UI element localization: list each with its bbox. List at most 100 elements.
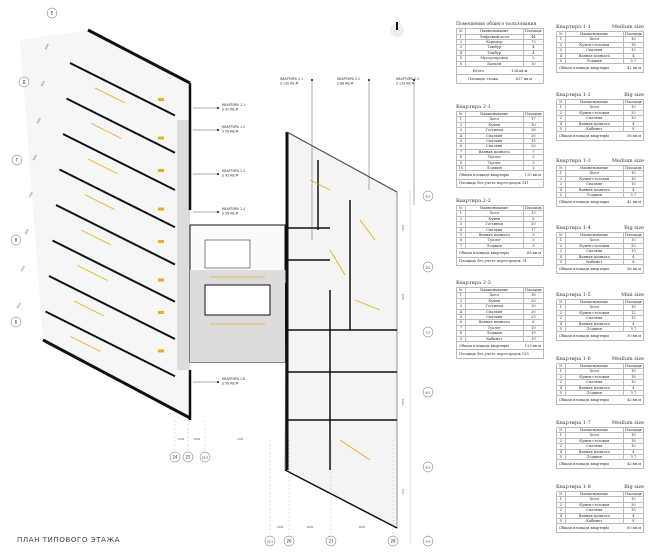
total-label: Общая площадь квартиры — [559, 397, 609, 402]
left-wing-floor — [20, 30, 190, 420]
axis-right-label: Е/1 — [426, 195, 431, 199]
row-area: 5.7 — [622, 453, 645, 461]
area-without-partitions: Площадь без учета перегородок 135 — [459, 351, 529, 356]
dimension-label: 1400 — [178, 437, 185, 441]
row-area: 20 — [522, 303, 545, 310]
row-area: 32 — [622, 109, 645, 117]
row-area: 18 — [622, 41, 645, 49]
col-area: Площадь — [622, 231, 645, 239]
axis-right — [422, 261, 434, 273]
row-no: 5 — [556, 57, 566, 65]
apartment-callout-name: КВАРТИРА 1-2 — [222, 125, 245, 129]
dimension-label: 4600 — [307, 525, 314, 529]
apartment-callout-area: S 68 КВ.М — [337, 82, 354, 86]
row-area: 10 — [622, 47, 645, 54]
dimension-label: 7200 — [237, 437, 244, 441]
total-label: Общая площадь квартиры — [459, 250, 509, 255]
row-area: 5.7 — [622, 325, 645, 333]
table-title: Квартира 1-3 — [556, 158, 591, 164]
row-no: 5 — [556, 453, 566, 461]
row-area: 2 — [522, 165, 545, 172]
dimension-label: 1800 — [194, 437, 201, 441]
axis-left — [18, 76, 30, 88]
dimension-label: 6600 — [359, 525, 366, 529]
total-value: 42 кв.м — [627, 397, 641, 402]
bath-fixture — [158, 136, 164, 140]
leader-dot — [217, 211, 219, 213]
row-area: 20 — [522, 308, 545, 316]
col-area: Площадь — [522, 28, 545, 35]
row-area: 4 — [622, 320, 645, 328]
row-area: 4 — [622, 120, 645, 128]
row-no: 5 — [556, 125, 566, 133]
total-value: 30 кв.м — [627, 333, 641, 338]
table-title: Квартира 1-6 — [556, 356, 591, 362]
dimension-label: 1940 — [277, 525, 284, 529]
col-area: Площадь — [622, 298, 645, 306]
light-line — [91, 123, 122, 139]
row-no: 5 — [556, 517, 566, 525]
row-name: Лоджия — [464, 242, 524, 250]
col-area: Площадь — [622, 490, 645, 498]
row-area: 10 — [622, 237, 645, 244]
leader-dot — [217, 381, 219, 383]
axis-bottom — [387, 535, 399, 547]
total-value: 134 кв.м — [511, 68, 528, 73]
row-area: 5.7 — [622, 57, 645, 65]
dimension-label: 3300 — [27, 191, 34, 199]
dimension-label: 5550 — [401, 398, 405, 405]
light-line — [87, 158, 119, 175]
axis-bottom — [199, 451, 211, 463]
dimension-label: 3300 — [35, 117, 42, 125]
row-no: 6 — [456, 60, 466, 68]
axis-bottom — [283, 535, 295, 547]
dimension-label: 3600 — [15, 302, 22, 310]
axis-right-label: Б/1 — [426, 466, 431, 470]
axis-left-label: Е — [51, 11, 54, 16]
axis-right — [422, 535, 434, 547]
apartment-callout-name: КВАРТИРА 2-2 — [337, 77, 360, 81]
table-title: Квартира 1-2 — [556, 92, 591, 98]
row-area: 18 — [622, 507, 645, 514]
axis-left — [10, 234, 22, 246]
col-area: Площадь — [522, 204, 545, 212]
row-name: Лоджия — [564, 453, 624, 461]
dimension-label: 3600 — [31, 154, 38, 162]
row-area: 3 — [522, 237, 545, 244]
row-area: 26 — [522, 127, 545, 134]
table-title: Квартира 2-3 — [456, 280, 491, 286]
col-area: Площадь — [622, 362, 645, 370]
row-area: 10 — [622, 315, 645, 322]
leader-dot — [217, 129, 219, 131]
axis-right — [422, 326, 434, 338]
col-area: Площадь — [622, 98, 645, 106]
row-area: 8 — [522, 215, 545, 223]
row-no: 5 — [556, 191, 566, 199]
row-area: 10 — [622, 496, 645, 503]
total-value: 56 кв.м — [627, 133, 641, 138]
dimension-label: 3100 — [401, 224, 405, 231]
left-wing — [20, 28, 192, 420]
size-label: Medium size — [611, 158, 644, 164]
row-area: 5.7 — [622, 191, 645, 199]
row-no: 5 — [556, 389, 566, 397]
axis-bottom-label: 25/1 — [202, 456, 209, 460]
size-label: Mini size — [621, 292, 644, 298]
